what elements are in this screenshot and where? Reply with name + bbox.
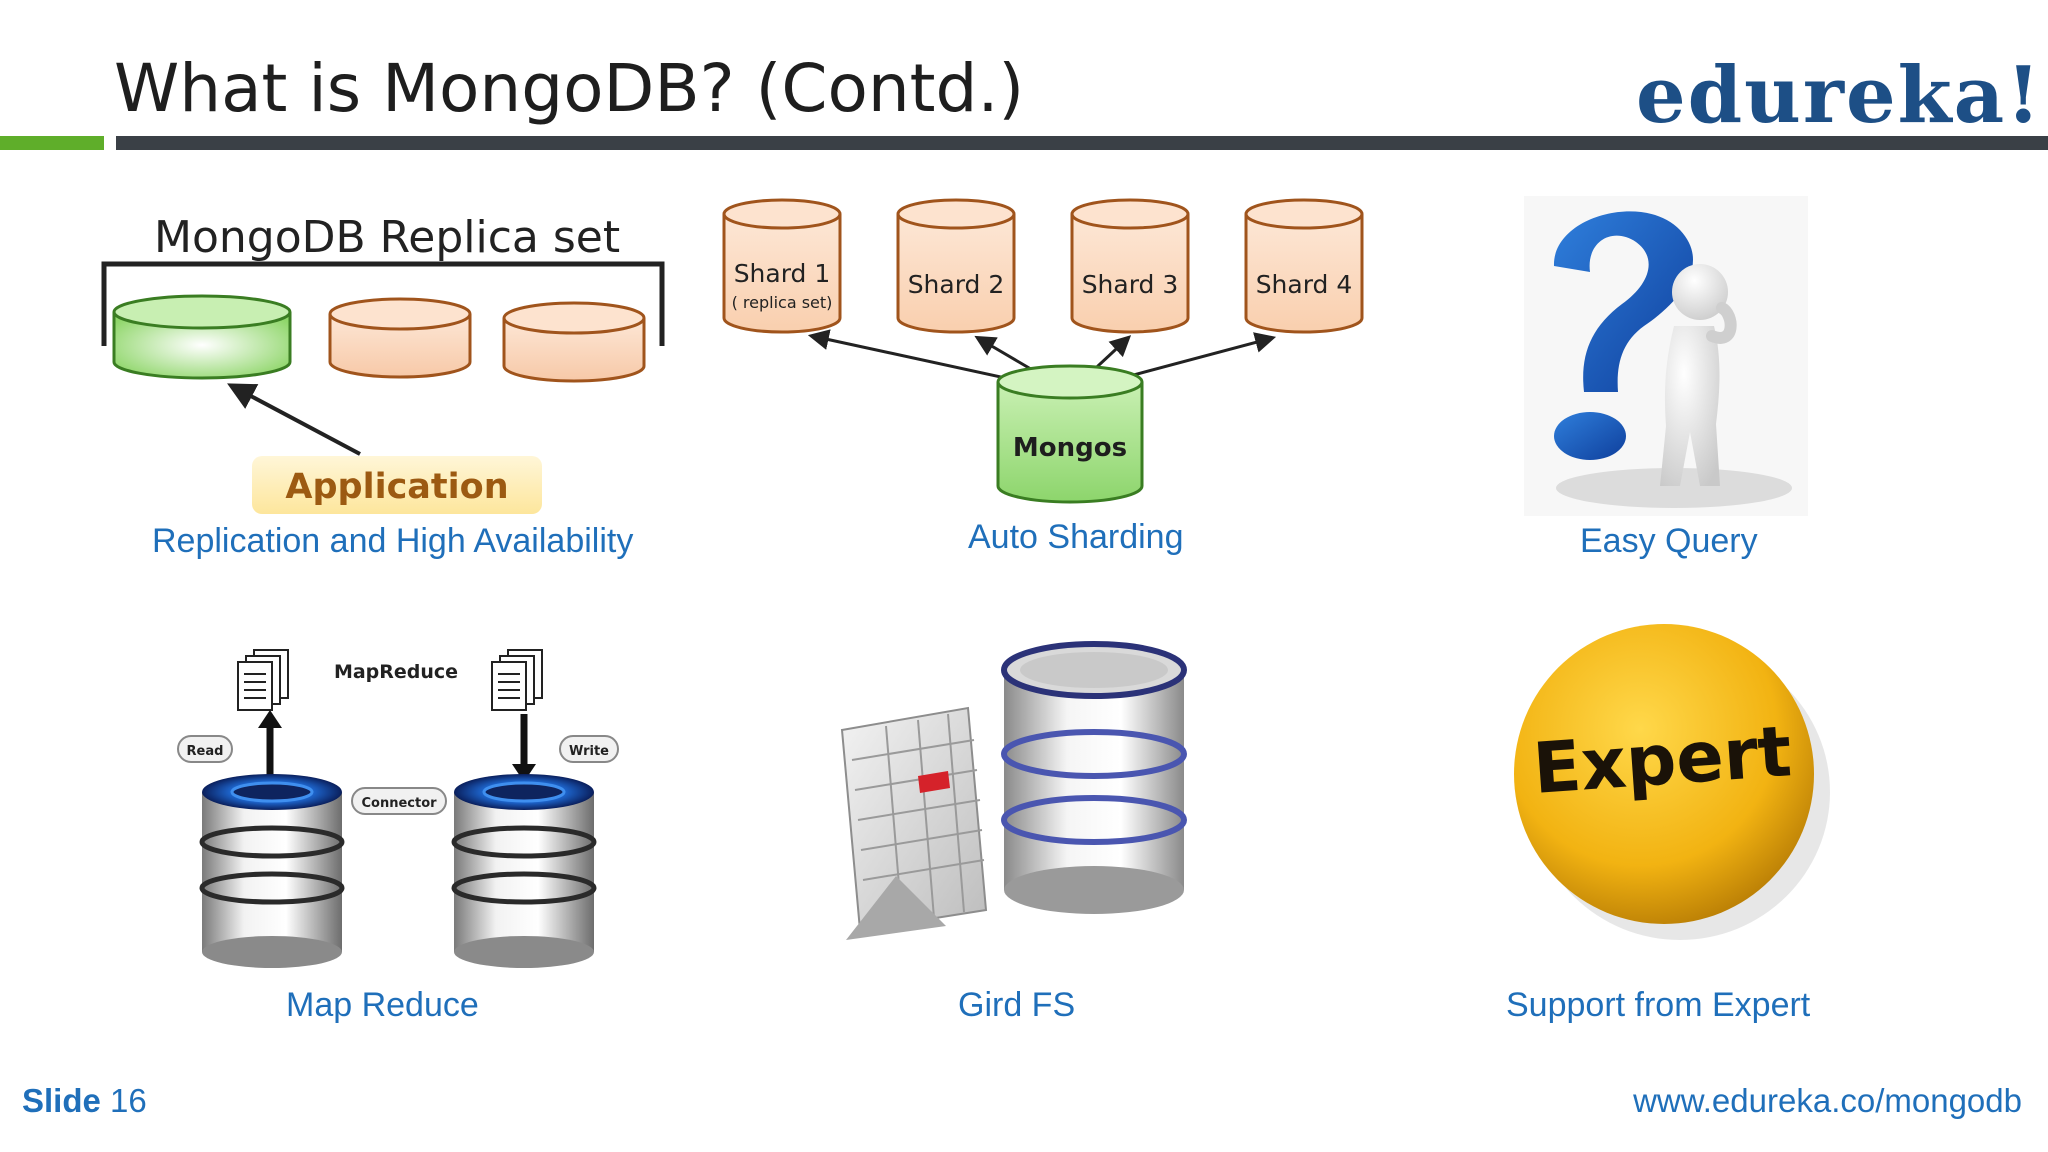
- database-stack-icon: [199, 774, 345, 968]
- replica-set-bracket: [101, 261, 665, 346]
- connector-pill: [351, 787, 447, 815]
- mongos-cylinder: Mongos: [996, 364, 1144, 504]
- question-mark-icon: [1553, 211, 1694, 392]
- shard-label: Shard 3: [1082, 270, 1179, 299]
- primary-node-cylinder: [112, 294, 292, 380]
- slide-title: What is MongoDB? (Contd.): [114, 50, 1025, 127]
- application-label: Application: [285, 467, 508, 507]
- shard-label: Shard 4: [1256, 270, 1353, 299]
- badge-circle: [1514, 624, 1814, 924]
- question-figure-illustration: [1524, 196, 1808, 516]
- expert-caption: Support from Expert: [1506, 986, 1811, 1024]
- shard-label: Shard 2: [908, 270, 1005, 299]
- figure-head: [1672, 264, 1728, 320]
- secondary-node-cylinder: [328, 297, 472, 379]
- gridfs-illustration: [836, 630, 1196, 960]
- slide-number: Slide 16: [22, 1082, 147, 1120]
- expert-badge-text: Expert: [1531, 710, 1795, 810]
- replica-set-heading: MongoDB Replica set: [154, 212, 620, 263]
- shard-cylinder: Shard 4: [1244, 198, 1364, 334]
- replication-caption: Replication and High Availability: [152, 522, 634, 560]
- shard-cylinder: Shard 2: [896, 198, 1016, 334]
- read-pill: [177, 735, 233, 763]
- shard-cylinder: Shard 3: [1070, 198, 1190, 334]
- spreadsheet-document-icon: [840, 706, 988, 932]
- replica-set-diagram: MongoDB Replica set Application: [101, 212, 665, 514]
- write-label: Write: [569, 744, 609, 759]
- application-box: [252, 456, 542, 514]
- database-stack-icon: [451, 774, 597, 968]
- header-accent-bar: [0, 136, 104, 150]
- shard-cylinder: Shard 1 ( replica set): [722, 198, 842, 334]
- query-caption: Easy Query: [1580, 522, 1758, 560]
- connector-label: Connector: [361, 796, 437, 811]
- shard-label: Shard 1: [734, 259, 831, 288]
- auto-sharding-diagram: Shard 1 ( replica set) Shard 2 Shard 3 S…: [722, 198, 1364, 504]
- read-label: Read: [187, 744, 224, 759]
- mongos-label: Mongos: [1013, 433, 1127, 463]
- footer-url: www.edureka.co/mongodb: [1633, 1082, 2022, 1119]
- write-pill: [559, 735, 619, 763]
- mapreduce-caption: Map Reduce: [286, 986, 479, 1024]
- header-divider-bar: [116, 136, 2048, 150]
- document-stack-icon: [237, 649, 289, 711]
- sharding-caption: Auto Sharding: [968, 518, 1184, 556]
- document-stack-icon: [491, 649, 543, 711]
- arrow-shape: [846, 876, 946, 940]
- shard-sublabel: ( replica set): [732, 293, 833, 312]
- app-to-primary-arrow: [227, 383, 361, 456]
- mapreduce-illustration: MapReduce Read Write Connector: [177, 649, 619, 968]
- thinking-figure: [1660, 326, 1720, 486]
- slide-label: Slide: [22, 1082, 101, 1119]
- mapreduce-title: MapReduce: [334, 661, 458, 683]
- gridfs-caption: Gird FS: [958, 986, 1076, 1024]
- edureka-logo: edureka!: [1636, 50, 2043, 141]
- expert-badge-illustration: Expert: [1514, 624, 1830, 940]
- slide-number-value: 16: [110, 1082, 147, 1119]
- database-cylinder-icon: [1001, 641, 1187, 914]
- secondary-node-cylinder: [502, 301, 646, 383]
